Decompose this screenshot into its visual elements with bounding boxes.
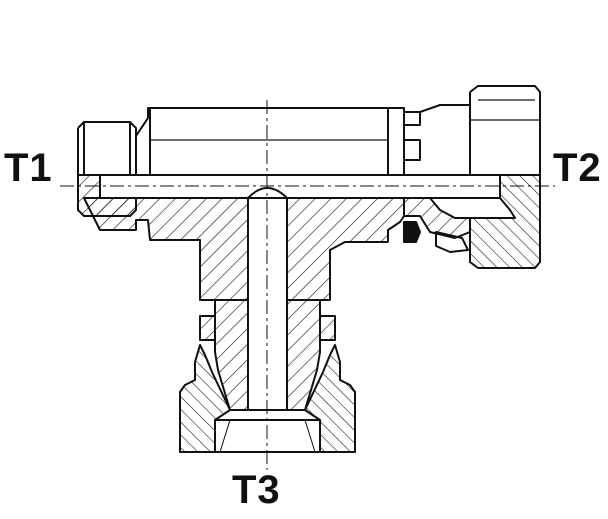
t3-nut-section-right <box>304 344 356 453</box>
t3-nut-section-left <box>179 344 231 453</box>
center-lines <box>60 100 555 470</box>
port-label-t1: T1 <box>4 146 53 190</box>
body-upper-outline <box>77 85 541 176</box>
branch-ring-left <box>199 315 216 341</box>
t1-stud-section <box>77 174 137 217</box>
port-label-t3: T3 <box>232 468 281 512</box>
body-run-section-right <box>286 197 405 301</box>
branch-ring-right <box>319 315 336 341</box>
swivel-nut-section <box>469 174 541 269</box>
port-label-t2: T2 <box>553 146 602 190</box>
